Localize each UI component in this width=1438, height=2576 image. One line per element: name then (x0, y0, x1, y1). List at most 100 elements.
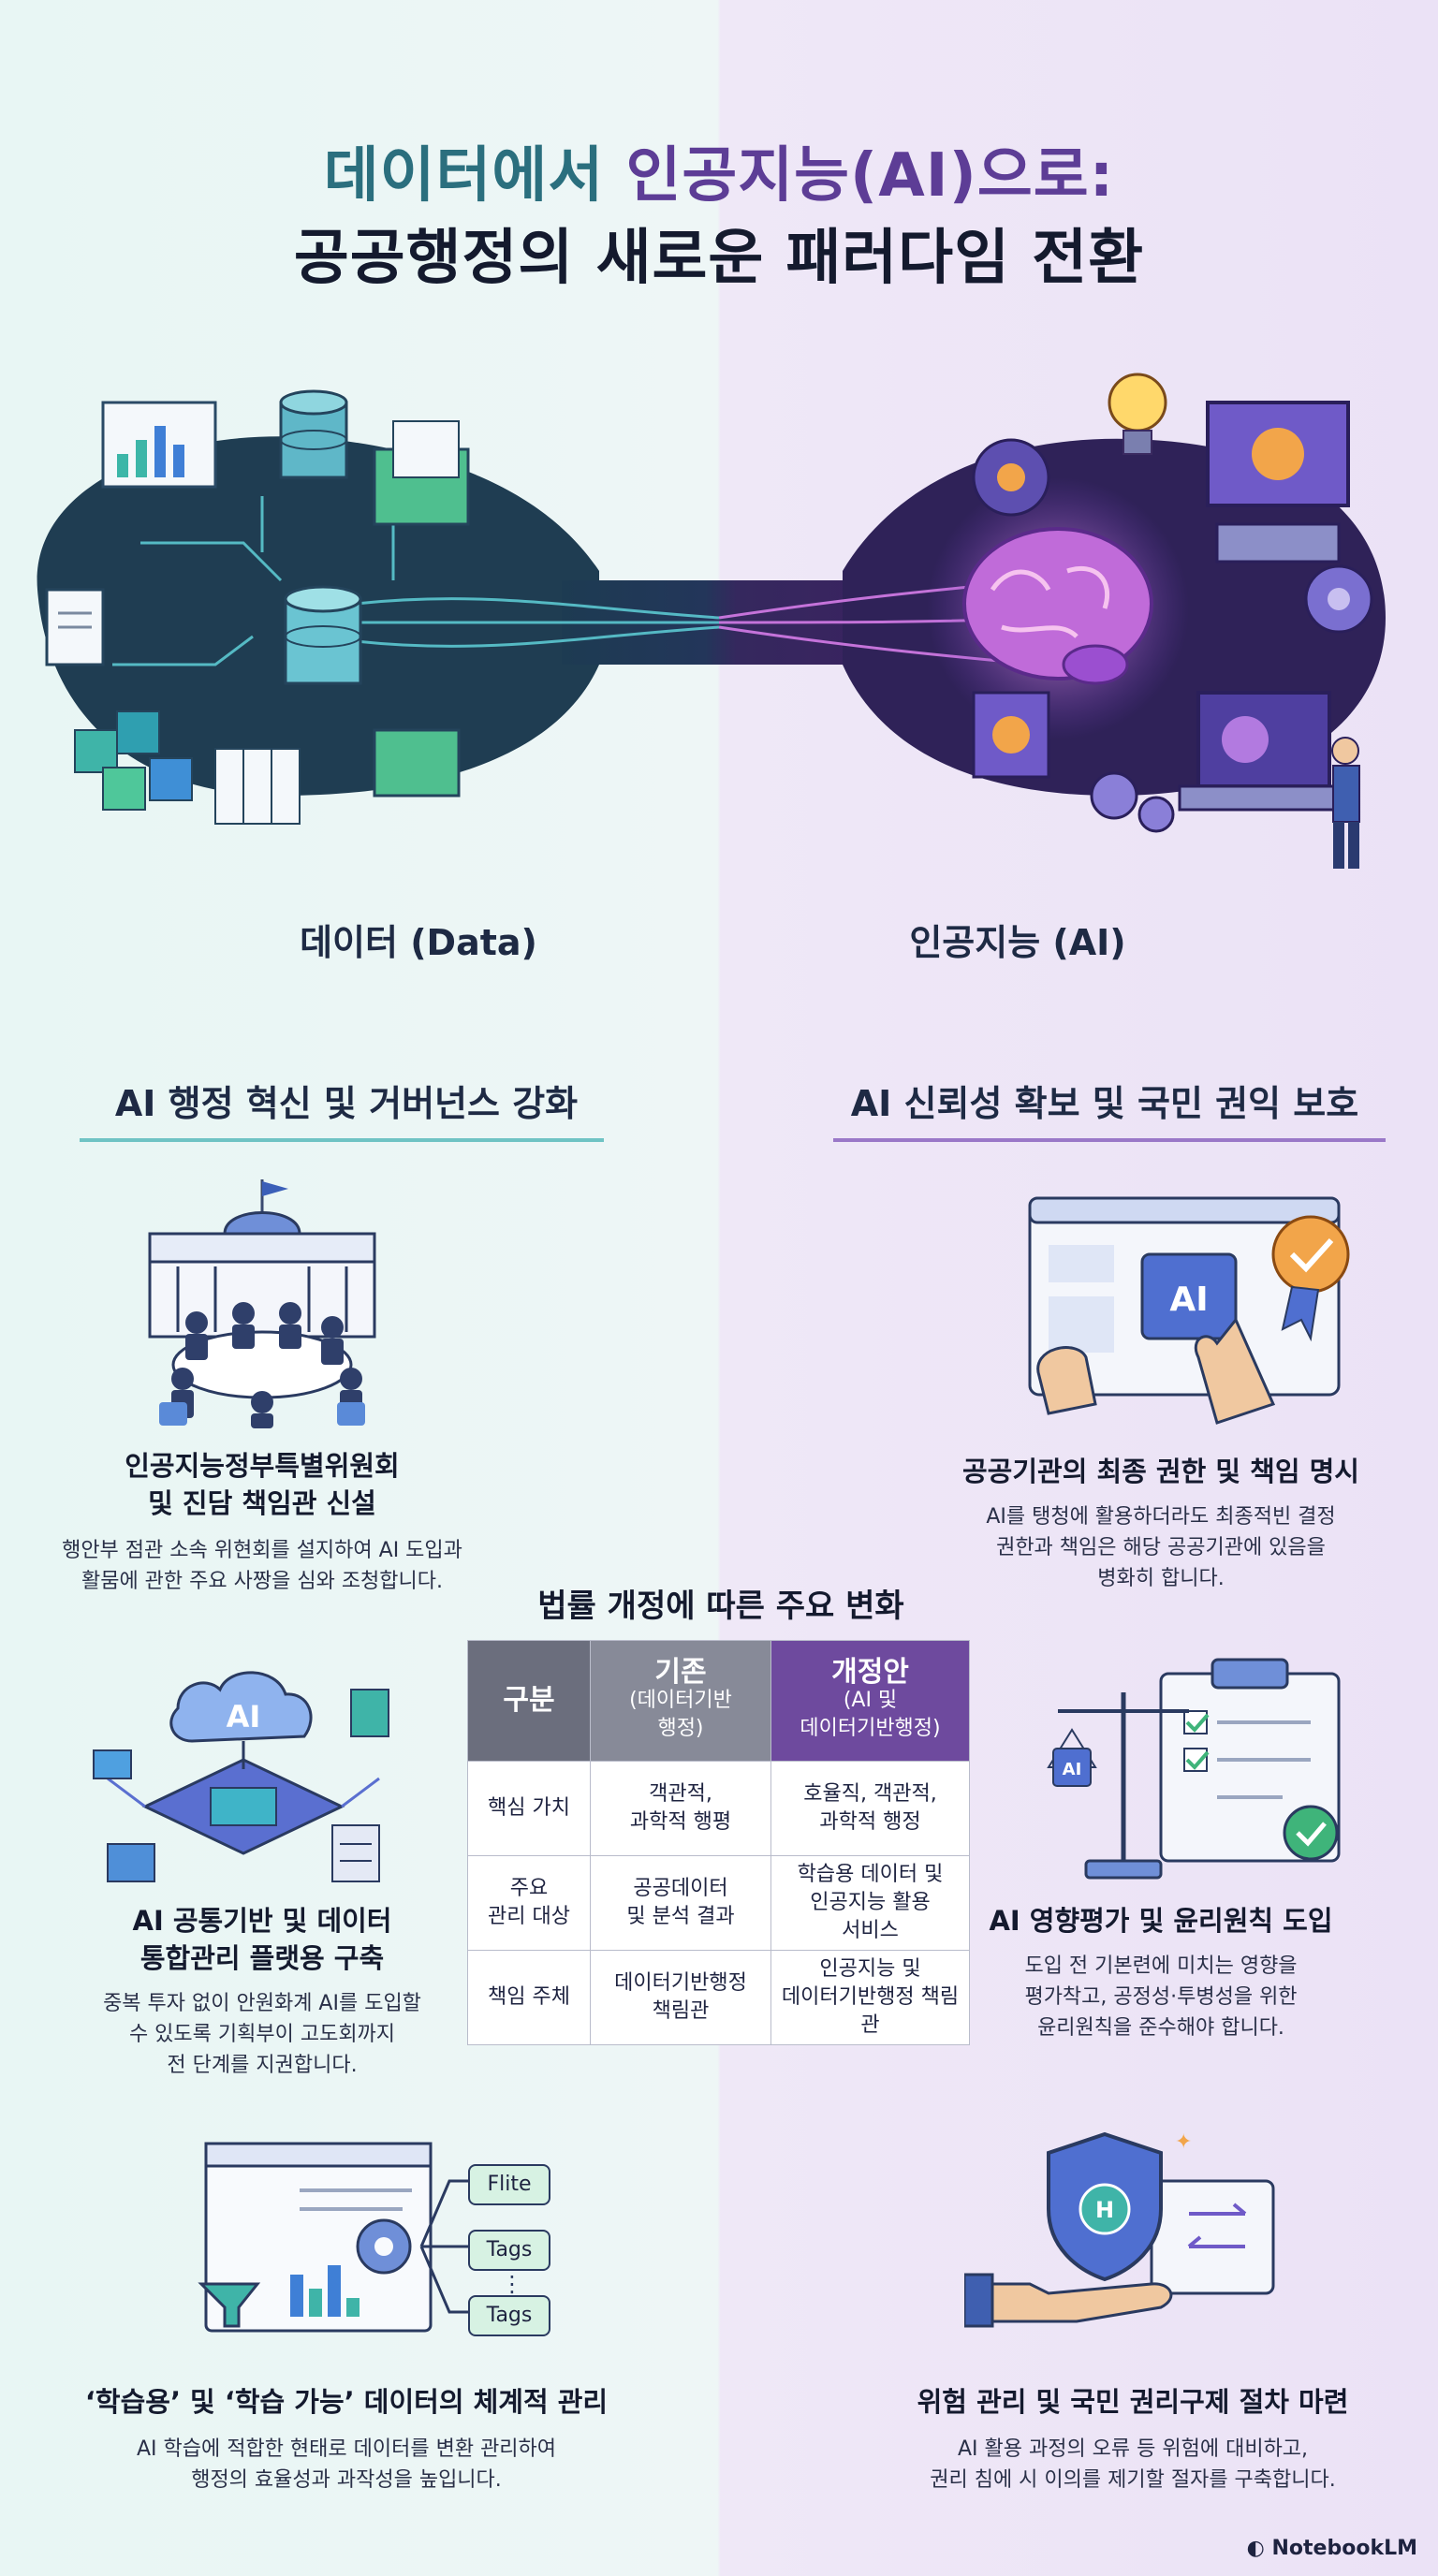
header-revision-sub1: (AI 및 (843, 1689, 898, 1712)
feature-committee-desc: 행안부 점관 소속 위현회를 설지하여 AI 도입과 활뭄에 관한 주요 사짱을… (19, 1535, 506, 1597)
feature-assessment-desc: 도입 전 기본련에 미치는 영향을 평가착고, 공정성·투병성을 위한 윤리원칙… (899, 1951, 1423, 2043)
folder-documents-icon (373, 420, 470, 526)
tag-chip: Tags (468, 2295, 550, 2336)
ai-chip-screen-icon (972, 691, 1050, 779)
cell-text: 학습용 데이터 및 (797, 1863, 944, 1886)
small-gear-icon (1304, 564, 1373, 634)
bar-chart-board-icon (101, 401, 217, 489)
cell-text: 객관적, (649, 1782, 712, 1806)
feature-assessment-desc-line3: 윤리원칙을 준수해야 합니다. (1037, 2016, 1284, 2040)
database-center-icon (284, 585, 362, 685)
feature-platform-desc: 중복 투자 없이 안원화계 AI를 도입할 수 있도록 기획부이 고도회까지 전… (19, 1988, 506, 2081)
section-underline-left (80, 1138, 604, 1142)
table-header-existing: 기존 (데이터기반 행정) (590, 1640, 771, 1762)
cell-text: 주요 (509, 1877, 549, 1900)
section-heading-right: AI 신뢰성 확보 및 국민 권익 보호 (850, 1083, 1359, 1124)
cell-text: 데이터기반행정 책림관 (781, 1985, 960, 2037)
table-header-category: 구분 (467, 1640, 591, 1762)
shield-hand-icon: H ✦ (964, 2130, 1275, 2328)
feature-platform-desc-line1: 중복 투자 없이 안원화계 AI를 도입할 (103, 1992, 421, 2015)
table-header-row: 구분 기존 (데이터기반 행정) 개정안 (AI 및 데이터기반행정) (467, 1640, 970, 1762)
feature-platform-title: AI 공통기반 및 데이터 통합관리 플랫용 구축 (37, 1902, 487, 1977)
cell-text: 과학적 행평 (629, 1810, 732, 1834)
cell-text: 핵심 가치 (488, 1796, 570, 1820)
document-icon (45, 588, 105, 666)
feature-risk-title: 위험 관리 및 국민 권리구제 절차 마련 (917, 2386, 1349, 2418)
feature-committee-desc-line2: 활뭄에 관한 주요 사짱을 심와 조청합니다. (81, 1570, 444, 1593)
header-category-label: 구분 (503, 1684, 555, 1717)
feature-risk-desc-line1: AI 활용 과정의 오류 등 위험에 대비하고, (957, 2437, 1309, 2461)
scale-ai-label: AI (1063, 1760, 1082, 1779)
section-underline-right (833, 1138, 1386, 1142)
person-icon (1331, 737, 1360, 869)
header-revision-sub2: 데이터기반행정) (800, 1717, 941, 1740)
header-existing-sub2: 행정) (657, 1717, 704, 1740)
ai-caption: 인공지능 (AI) (909, 922, 1126, 963)
feature-authority-desc: AI를 탱청에 활용하더라도 최종적빈 결정 권한과 책임은 해당 공공기관에 … (899, 1501, 1423, 1594)
ai-ethics-scale-icon: AI (1047, 1658, 1341, 1880)
database-cylinder-icon (279, 389, 348, 479)
table-row: 핵심 가치 객관적, 과학적 행평 호율직, 객관적, 과학적 행정 (467, 1761, 970, 1856)
feature-platform-desc-line3: 전 단계를 지권합니다. (167, 2054, 358, 2077)
title-ai-word: 인공지능(AI)으로: (625, 141, 1115, 211)
cell-text: 및 분석 결과 (626, 1905, 735, 1928)
revision-cell: 호율직, 객관적, 과학적 행정 (770, 1761, 970, 1856)
feature-risk-desc: AI 활용 과정의 오류 등 위험에 대비하고, 권리 침에 시 이의를 제기할… (843, 2434, 1423, 2496)
page-title-line1: 데이터에서 인공지능(AI)으로: (0, 131, 1438, 221)
feature-data-desc: AI 학습에 적합한 현태로 데이터를 변환 관리하여 행정의 효율성과 과작성… (19, 2434, 674, 2496)
feature-authority-desc-line1: AI를 탱청에 활용하더라도 최종적빈 결정 (986, 1505, 1336, 1529)
brain-icon (927, 477, 1189, 739)
header-existing-label: 기존 (654, 1656, 707, 1689)
gear-icon (972, 438, 1050, 517)
feature-platform-title-line1: AI 공통기반 및 데이터 (132, 1905, 392, 1937)
notebooklm-watermark: ◐ NotebookLM (1247, 2537, 1417, 2560)
shield-letter: H (1095, 2197, 1114, 2223)
notebooklm-logo-icon: ◐ (1246, 2537, 1265, 2560)
more-dots-icon: ⋮ (501, 2271, 523, 2297)
lightbulb-icon (1108, 373, 1167, 455)
law-change-table: 구분 기존 (데이터기반 행정) 개정안 (AI 및 데이터기반행정) 핵심 가… (467, 1640, 970, 2045)
cell-text: 공공데이터 (633, 1877, 728, 1900)
table-title: 법률 개정에 따른 주요 변화 (537, 1588, 904, 1625)
cell-text: 인공지능 활용 (810, 1891, 931, 1914)
government-committee-icon (148, 1179, 376, 1428)
ai-cloud-platform-icon: AI (93, 1671, 389, 1882)
existing-cell: 객관적, 과학적 행평 (590, 1761, 771, 1856)
cloud-ai-label: AI (227, 1699, 261, 1734)
brand-label: NotebookLM (1271, 2537, 1417, 2560)
feature-authority-desc-line2: 권한과 책임은 해당 공공기관에 있음을 (996, 1536, 1326, 1559)
feature-committee-title-line1: 인공지능정부특별위원회 (125, 1450, 400, 1482)
feature-data-title: ‘학습용’ 및 ‘학습 가능’ 데이터의 체계적 관리 (84, 2386, 609, 2418)
feature-committee-title-line2: 및 진담 책임관 신설 (148, 1487, 376, 1519)
file-binders-icon (214, 728, 461, 825)
table-header-revision: 개정안 (AI 및 데이터기반행정) (770, 1640, 970, 1762)
cell-text: 과학적 행정 (819, 1810, 921, 1834)
feature-assessment-desc-line1: 도입 전 기본련에 미치는 영향을 (1024, 1954, 1298, 1978)
row-label-cell: 책임 주체 (467, 1950, 591, 2045)
page-title-line2: 공공행정의 새로운 패러다임 전환 (293, 224, 1145, 293)
small-gears-icon (1090, 771, 1175, 833)
sparkle-icon: ✦ (1175, 2130, 1192, 2154)
ai-approval-screen-icon: AI (1028, 1196, 1350, 1425)
data-pipeline-icon (198, 2142, 468, 2333)
cell-text: 인공지능 및 (819, 1957, 921, 1981)
feature-risk-desc-line2: 권리 침에 시 이의를 제기할 절자를 구축합니다. (930, 2468, 1336, 2492)
cell-text: 호율직, 객관적, (803, 1782, 937, 1806)
feature-committee-title: 인공지능정부특별위원회 및 진담 책임관 신설 (37, 1447, 487, 1522)
row-label-cell: 핵심 가치 (467, 1761, 591, 1856)
feature-data-desc-line1: AI 학습에 적합한 현태로 데이터를 변환 관리하여 (136, 2437, 557, 2461)
cell-text: 책임 주체 (488, 1985, 570, 2009)
feature-authority-title: 공공기관의 최종 권한 및 책임 명시 (961, 1456, 1359, 1487)
cell-text: 관리 대상 (488, 1905, 570, 1928)
cell-text: 책림관 (652, 1999, 710, 2023)
header-existing-sub1: (데이터기반 (629, 1689, 732, 1712)
feature-assessment-title: AI 영향평가 및 윤리원칙 도입 (989, 1905, 1333, 1937)
cell-text: 데이터기반행정 (614, 1971, 747, 1995)
data-blocks-icon (74, 710, 193, 811)
feature-committee-desc-line1: 행안부 점관 소속 위현회를 설지하여 AI 도입과 (62, 1539, 462, 1562)
